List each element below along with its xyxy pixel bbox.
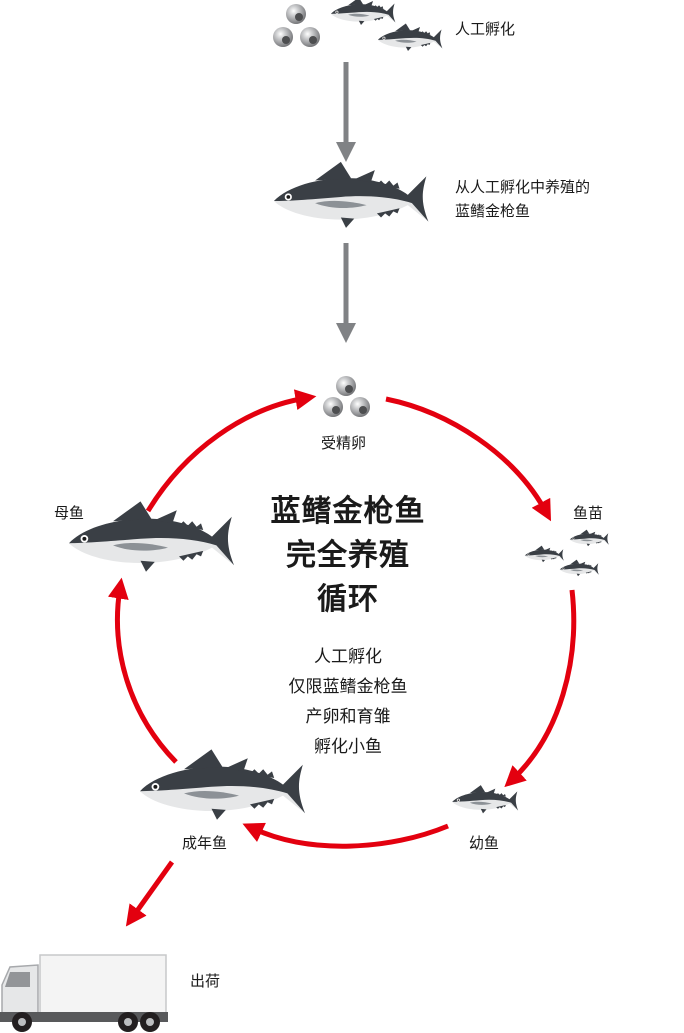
small-fish-top-2 bbox=[377, 23, 443, 52]
label-artificial-hatch: 人工孵化 bbox=[455, 20, 516, 38]
label-fertilized-eggs: 受精卵 bbox=[321, 434, 367, 452]
title-line-1: 蓝鳍金枪鱼 bbox=[270, 494, 426, 529]
label-adult: 成年鱼 bbox=[182, 834, 228, 852]
cycle-arrow-eggs-to-fry bbox=[385, 396, 552, 522]
small-fish-top-1 bbox=[330, 0, 396, 26]
cycle-arrow-mother-to-eggs bbox=[145, 389, 317, 513]
juvenile-fish bbox=[452, 785, 519, 814]
shipping-arrow bbox=[125, 860, 175, 927]
egg-cluster-top bbox=[273, 4, 320, 47]
desc-line-4: 孵化小鱼 bbox=[314, 737, 382, 757]
label-fry: 鱼苗 bbox=[573, 504, 604, 522]
fry-fish-2 bbox=[524, 545, 564, 563]
mother-fish bbox=[69, 501, 234, 572]
fry-fish-1 bbox=[569, 529, 609, 547]
desc-line-2: 仅限蓝鳍金枪鱼 bbox=[288, 677, 408, 697]
cycle-description: 人工孵化 仅限蓝鳍金枪鱼 产卵和育雏 孵化小鱼 bbox=[248, 642, 448, 762]
label-raised-tuna-line1: 从人工孵化中养殖的 bbox=[455, 178, 591, 196]
delivery-truck bbox=[0, 954, 168, 1032]
title-line-3: 循环 bbox=[317, 582, 379, 617]
label-shipping: 出荷 bbox=[190, 972, 221, 990]
fry-fish-3 bbox=[559, 559, 599, 577]
label-raised-tuna-line2: 蓝鳍金枪鱼 bbox=[455, 202, 531, 220]
label-mother-fish: 母鱼 bbox=[54, 504, 85, 522]
cycle-arrow-adult-to-mother bbox=[107, 577, 178, 764]
title-line-2: 完全养殖 bbox=[286, 538, 410, 573]
cycle-title: 蓝鳍金枪鱼 完全养殖 循环 bbox=[248, 490, 448, 622]
cycle-arrow-fry-to-juvenile bbox=[504, 589, 577, 788]
raised-tuna-fish bbox=[273, 161, 429, 228]
desc-line-3: 产卵和育雏 bbox=[305, 707, 391, 727]
desc-line-1: 人工孵化 bbox=[314, 647, 382, 667]
label-juvenile: 幼鱼 bbox=[469, 834, 500, 852]
fertilized-egg-cluster bbox=[323, 376, 370, 417]
cycle-arrow-juvenile-to-adult bbox=[242, 822, 449, 849]
